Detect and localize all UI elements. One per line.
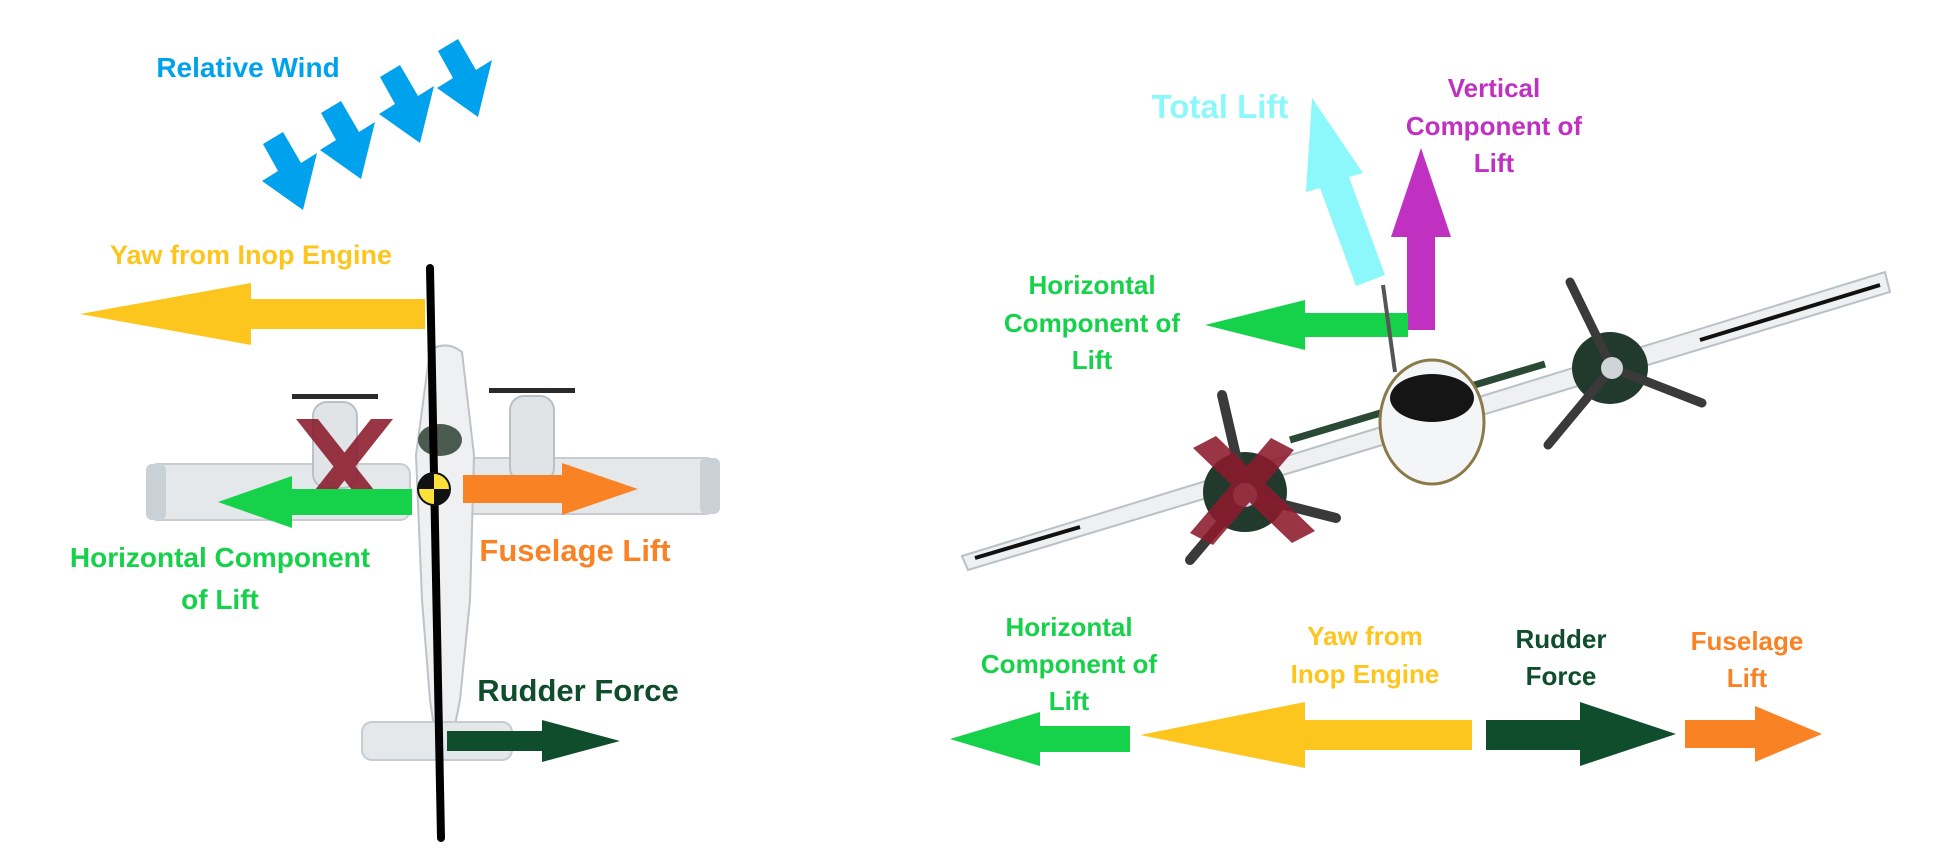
top-view-diagram: Relative Wind Yaw from Inop Engine [70,39,720,842]
balance-yaw-label-line-1: Yaw from [1307,621,1423,651]
longitudinal-axis-line [426,264,445,842]
vertical-lift-label-line-2: Component of [1406,111,1583,141]
right-nacelle [509,395,555,483]
horizontal-lift-arrow-top-view [218,476,412,528]
yaw-label: Yaw from Inop Engine [110,240,392,270]
vertical-lift-label-line-1: Vertical [1448,73,1541,103]
balance-horizontal-lift-label-line-2: Component of [981,649,1158,679]
balance-fuselage-lift-arrow [1685,706,1822,762]
right-propeller-front [1543,277,1707,450]
horizontal-lift-label-front-line-1: Horizontal [1028,270,1155,300]
left-propeller [292,394,378,399]
rudder-force-arrow-top-view [447,720,620,762]
horizontal-lift-label-line-1: Horizontal Component [70,542,370,573]
wind-arrow-3 [379,65,434,143]
left-wingtip [146,464,166,520]
horizontal-lift-label-line-2: of Lift [181,584,259,615]
fuselage-lift-arrow-top-view [463,463,638,515]
relative-wind-arrows [262,39,492,210]
balance-horizontal-lift-arrow [950,712,1130,766]
force-balance-row: Horizontal Component of Lift Yaw from In… [950,612,1822,768]
vertical-lift-arrow [1391,148,1451,330]
balance-yaw-arrow [1140,702,1472,768]
horizontal-lift-label-front-line-2: Component of [1004,308,1181,338]
fuselage [414,344,476,741]
inop-engine-x-mark-front [1190,436,1315,545]
balance-fuselage-lift-label-line-1: Fuselage [1691,626,1804,656]
yaw-arrow [80,283,425,345]
rudder-force-label: Rudder Force [477,673,679,708]
right-spinner [1601,357,1623,379]
leading-edge-left [974,525,1081,560]
horizontal-lift-arrow-front-view [1205,300,1408,350]
total-lift-label: Total Lift [1152,88,1289,125]
total-lift-arrow [1306,98,1385,286]
center-of-gravity-symbol [417,472,451,506]
balance-horizontal-lift-label-line-3: Lift [1049,686,1090,716]
horizontal-lift-label-front-line-3: Lift [1072,345,1113,375]
wind-arrow-1 [262,132,317,210]
balance-rudder-arrow [1486,702,1676,766]
fuselage-lift-label: Fuselage Lift [479,533,670,568]
antenna [1381,284,1397,373]
right-wingtip [700,458,720,514]
balance-fuselage-lift-label-line-2: Lift [1727,663,1768,693]
vertical-lift-label-line-3: Lift [1474,148,1515,178]
front-view-diagram: Total Lift Vertical Component of Lift Ho… [960,73,1892,572]
balance-rudder-label-line-2: Force [1526,661,1597,691]
windshield [1390,374,1474,422]
leading-edge-right [1699,283,1881,342]
balance-yaw-label-line-2: Inop Engine [1291,659,1440,689]
balance-horizontal-lift-label-line-1: Horizontal [1005,612,1132,642]
right-propeller [489,388,575,393]
relative-wind-label: Relative Wind [156,52,339,83]
wind-arrow-4 [437,39,492,117]
wind-arrow-2 [320,101,375,179]
balance-rudder-label-line-1: Rudder [1516,624,1607,654]
cockpit-window [418,424,462,456]
